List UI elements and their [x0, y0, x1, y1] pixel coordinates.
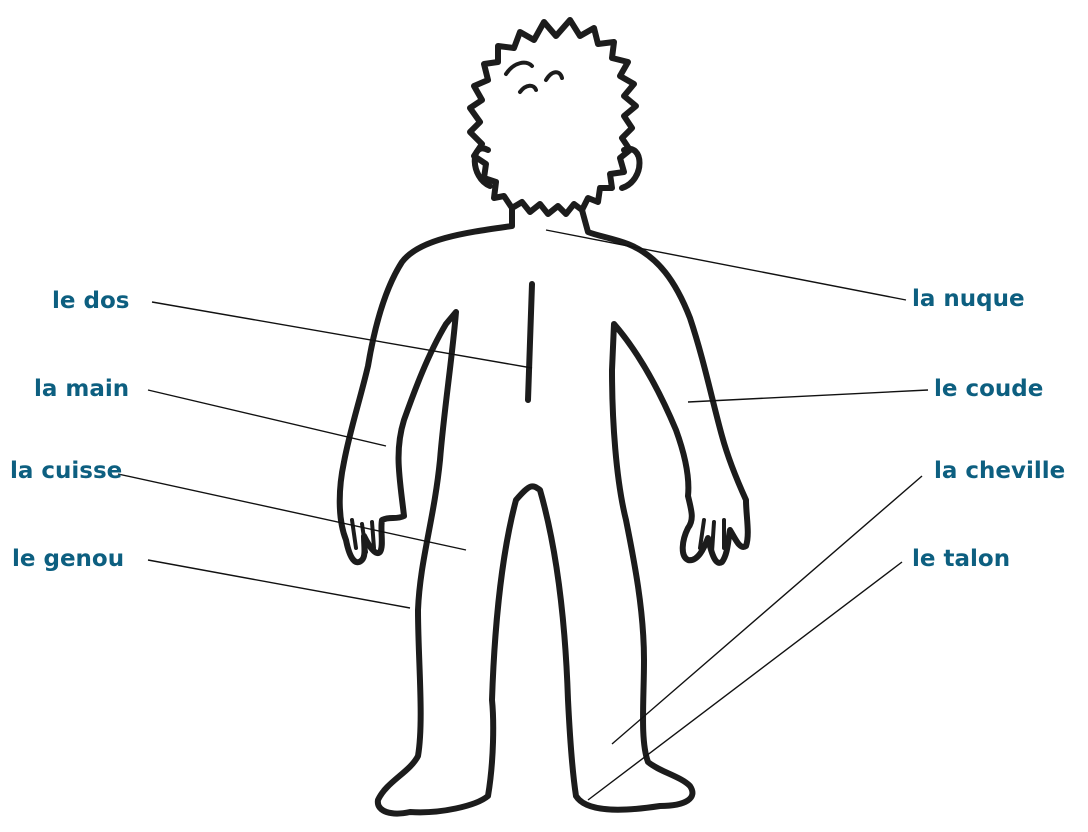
label-la-main: la main — [34, 376, 129, 402]
label-le-talon: le talon — [912, 546, 1010, 572]
label-la-cheville: la cheville — [934, 458, 1065, 484]
leader-la-cheville — [612, 476, 922, 744]
hair-strand-2 — [546, 72, 562, 80]
label-la-nuque: la nuque — [912, 286, 1025, 312]
label-le-dos: le dos — [52, 288, 129, 314]
label-le-coude: le coude — [934, 376, 1043, 402]
leader-le-dos — [152, 302, 532, 368]
child-figure — [340, 20, 748, 814]
spine-line — [528, 284, 532, 400]
leader-la-cuisse — [118, 474, 466, 550]
label-la-cuisse: la cuisse — [10, 458, 122, 484]
leader-le-talon — [588, 562, 902, 800]
hair-strand-1 — [506, 63, 532, 74]
leader-la-main — [148, 390, 386, 446]
leader-le-coude — [688, 390, 928, 402]
leader-le-genou — [148, 560, 410, 608]
body-outline — [340, 208, 748, 814]
head-hair-outline — [470, 20, 636, 214]
label-le-genou: le genou — [12, 546, 124, 572]
leader-la-nuque — [546, 230, 906, 300]
hair-strand-3 — [520, 86, 536, 92]
